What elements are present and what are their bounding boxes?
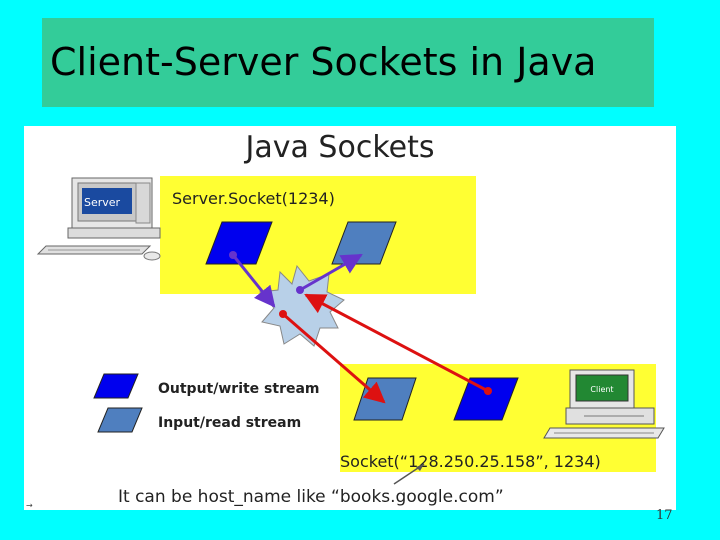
server-computer-icon: Server bbox=[36, 177, 161, 261]
slide-title: Client-Server Sockets in Java bbox=[50, 40, 597, 84]
host-name-note: It can be host_name like “books.google.c… bbox=[118, 487, 504, 507]
arrow-star-to-client-in bbox=[282, 312, 386, 404]
legend-input-swatch bbox=[97, 407, 143, 433]
client-computer-label: Client bbox=[590, 385, 613, 394]
corner-mark: → bbox=[26, 501, 33, 510]
server-input-stream bbox=[331, 221, 397, 265]
client-socket-label: Socket(“128.250.25.158”, 1234) bbox=[340, 452, 601, 471]
legend-output-label: Output/write stream bbox=[158, 381, 320, 397]
page-number: 17 bbox=[656, 508, 673, 523]
client-computer-icon: Client bbox=[543, 369, 665, 439]
arrow-star-to-server-in bbox=[299, 253, 363, 292]
diagram-canvas: Java Sockets Server.Socket(1234) Socket(… bbox=[26, 130, 665, 510]
client-output-stream bbox=[453, 377, 519, 421]
server-socket-box bbox=[160, 176, 476, 294]
dot-server-out bbox=[229, 251, 237, 259]
java-sockets-diagram: Java Sockets Server.Socket(1234) Socket(… bbox=[24, 126, 676, 510]
arrow-server-out-to-star bbox=[231, 254, 276, 308]
server-output-stream bbox=[205, 221, 273, 265]
dot-star-lower bbox=[279, 310, 287, 318]
arrow-client-out-to-star bbox=[304, 293, 489, 393]
server-socket-label: Server.Socket(1234) bbox=[172, 189, 335, 208]
title-bar: Client-Server Sockets in Java bbox=[42, 18, 654, 107]
legend-output-swatch bbox=[93, 373, 139, 399]
diagram-heading: Java Sockets bbox=[244, 130, 435, 165]
legend-input-label: Input/read stream bbox=[158, 415, 301, 431]
dot-client-out bbox=[484, 387, 492, 395]
connection-star bbox=[258, 264, 345, 347]
dot-star-center bbox=[296, 286, 304, 294]
server-computer-label: Server bbox=[84, 196, 121, 209]
